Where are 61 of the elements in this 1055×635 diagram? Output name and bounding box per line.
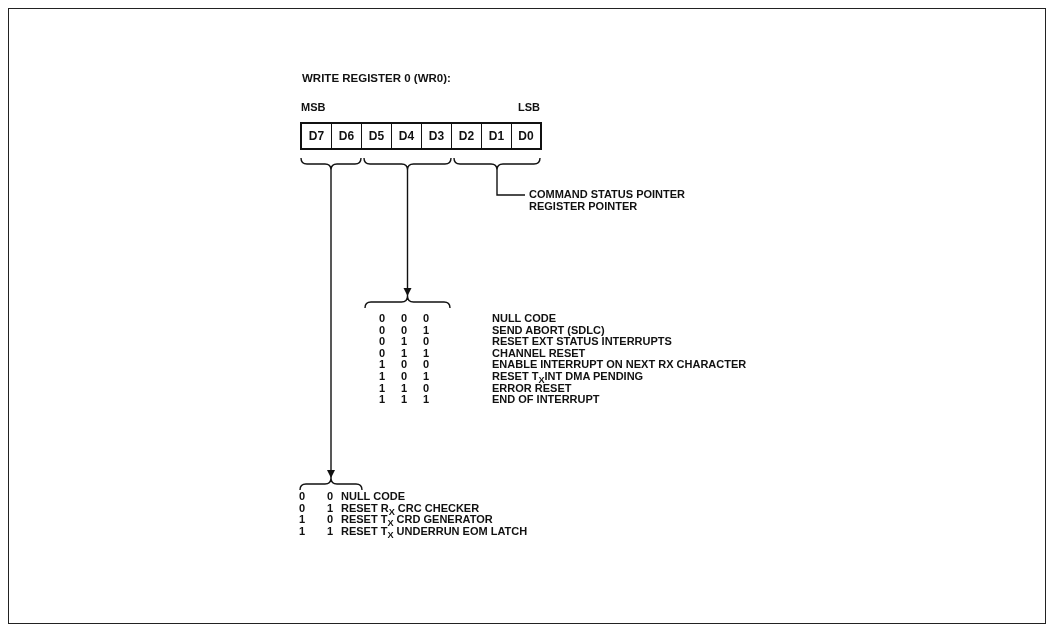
bit-value: 0 [423,359,430,371]
bit-value: 0 [327,491,334,503]
bit-cell: D1 [481,122,511,150]
command-description: CHANNEL RESET [492,347,586,360]
command-description: NULL CODE [341,491,405,503]
bit-value: 0 [379,336,386,348]
bit-value: 0 [379,347,386,360]
bit-value: 0 [299,491,306,503]
curly-brace [301,158,361,170]
bit-value: 1 [401,347,408,360]
bit-value: 0 [401,313,408,325]
pointer-label: REGISTER POINTER [529,200,639,213]
bit-value: 1 [299,525,306,538]
bit-cell: D5 [361,122,391,150]
bit-cell: D4 [391,122,421,150]
arrow [403,169,412,297]
bit-value: 0 [423,336,430,348]
bit-cell: D3 [421,122,451,150]
command-description: ENABLE INTERRUPT ON NEXT RX CHARACTER [492,359,747,371]
bit-value: 0 [401,359,408,371]
curly-brace [454,158,540,170]
bit-value: 1 [327,525,334,538]
curly-brace [364,158,451,170]
command-description: NULL CODE [492,313,556,325]
bit-value: 0 [299,502,306,515]
bit-value: 1 [423,347,430,360]
pointer-label: COMMAND STATUS POINTER [529,188,686,201]
bit-cell: D2 [451,122,481,150]
leader-line [496,169,526,196]
arrow [327,169,335,479]
bit-value: 1 [379,394,386,406]
bit-value: 0 [423,313,430,325]
command-description: SEND ABORT (SDLC) [492,324,605,337]
bit-value: 1 [327,502,334,515]
bit-value: 1 [299,514,306,526]
bit-value: 0 [401,371,408,383]
bit-order-label: MSB [301,102,326,114]
bit-value: 1 [401,394,408,406]
bit-value: 1 [379,359,386,371]
curly-brace [365,296,450,308]
bit-cell: D0 [511,122,542,150]
bit-cell: D6 [331,122,361,150]
bit-value: 0 [423,382,430,395]
bit-cell: D7 [300,122,331,150]
bit-order-label: LSB [518,102,540,114]
bit-value: 0 [401,324,408,337]
bit-value: 0 [327,514,334,526]
bit-value: 0 [379,313,386,325]
command-description: RESET EXT STATUS INTERRUPTS [492,336,672,348]
bit-value: 1 [423,394,430,406]
bit-value: 1 [379,371,386,383]
bit-value: 1 [401,336,408,348]
register-title: WRITE REGISTER 0 (WR0): [302,72,451,85]
bit-value: 1 [379,382,386,395]
bit-value: 0 [379,324,386,337]
bit-value: 1 [401,382,408,395]
bit-value: 1 [423,371,430,383]
command-description: RESET T$_{X}$ UNDERRUN EOM LATCH [341,525,528,541]
command-description: END OF INTERRUPT [492,394,600,406]
curly-brace [300,478,362,490]
bit-value: 1 [423,324,430,337]
